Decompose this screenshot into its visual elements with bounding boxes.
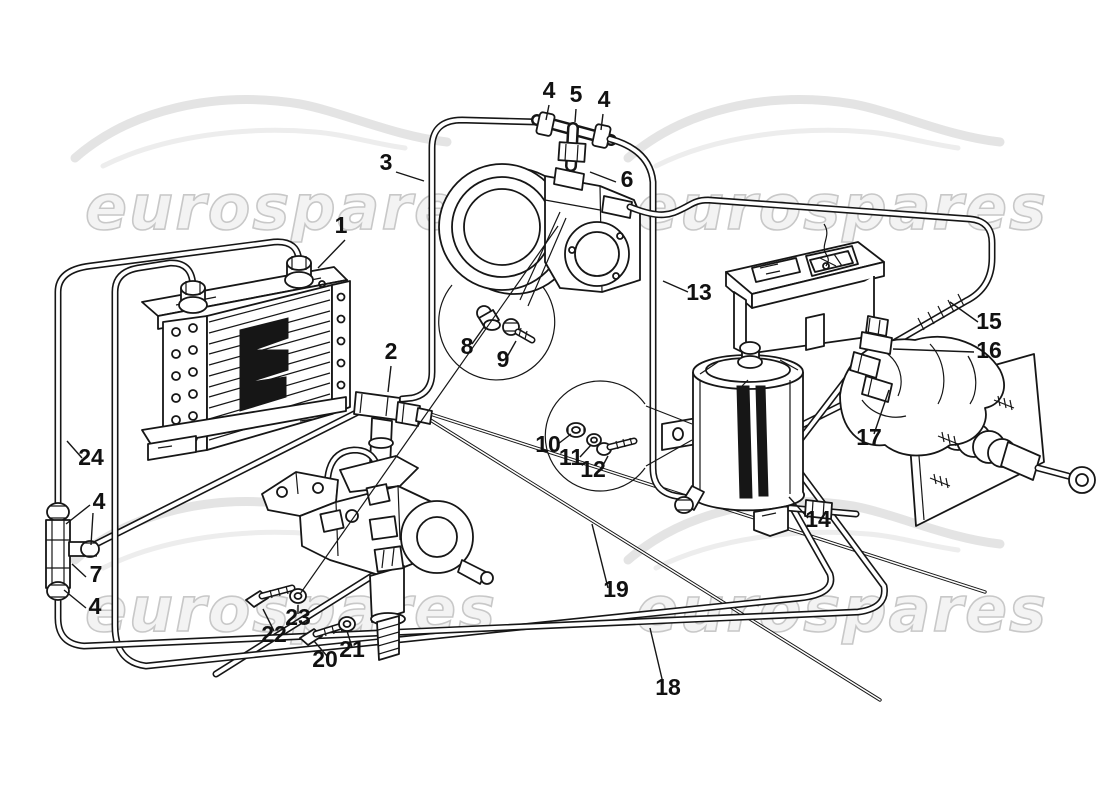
leader-line-part-17 [873,389,890,435]
callout-leaders [645,405,693,467]
leader-line-part-3 [395,171,425,182]
leader-line-part-9 [506,340,517,358]
canister-foot [753,505,789,537]
part-label-23: 23 [285,604,311,630]
oil-cooler [141,255,351,461]
assembly-axis-line [299,225,559,595]
part-label-1: 1 [335,212,348,238]
leader-line-part-15 [949,301,979,323]
washer-21 [338,616,356,632]
elbow-union-6 [557,141,587,163]
leader-line-part-2 [387,365,392,393]
leader-line-part-4 [545,104,550,121]
gearbox-union-nuts [319,483,405,573]
part-label-19: 19 [603,576,629,602]
part-label-17: 17 [856,424,882,450]
leader-line-part-4 [63,589,87,609]
pump-banjo-fitting [601,195,633,219]
washer-11 [586,433,602,447]
part-label-21: 21 [339,636,365,662]
part-label-4: 4 [598,86,611,112]
part-label-2: 2 [385,338,398,364]
inline-t-fitting-7 [45,502,100,601]
part-label-4: 4 [543,77,556,103]
accumulator-canister-14 [661,341,805,537]
canister-elbow-fitting [674,485,705,514]
callout-circle [438,284,556,381]
part-label-5: 5 [570,81,583,107]
part-label-4: 4 [89,593,102,619]
part-label-15: 15 [976,308,1002,334]
canister-cap [737,341,763,369]
leader-line-part-12 [600,455,609,470]
bolt-12 [596,437,638,456]
watermark-text: eurospares [85,171,497,244]
filler-cap [751,257,801,283]
leader-line-part-10 [557,433,572,445]
callout-leaders [519,211,567,307]
part-label-3: 3 [380,149,393,175]
part-label-9: 9 [497,346,510,372]
servo-fitting-16 [859,315,893,355]
leader-line-part-14 [788,496,809,519]
hose-t-union-5 [535,111,611,166]
leader-line-part-7 [71,563,87,578]
leader-line-part-22 [262,608,275,632]
part-label-16: 16 [976,337,1002,363]
nut-10 [566,422,586,438]
part-label-7: 7 [90,561,103,587]
leader-line-part-19 [591,523,609,589]
canister-outlet-pipe [700,500,856,520]
fitting-9 [502,318,536,344]
leader-line-part-8 [471,326,485,345]
steering-pump [438,163,641,295]
part-label-24: 24 [78,444,104,470]
watermark-text: eurospares [636,171,1048,244]
leader-line-part-4 [90,512,94,546]
servo-body [839,336,1005,457]
part-label-4: 4 [93,488,106,514]
part-label-12: 12 [580,456,606,482]
part-label-22: 22 [261,621,287,647]
cooler-union-left [178,280,208,314]
leader-line-part-16 [892,348,975,353]
pump-to-servo-pipe-15 [630,200,992,346]
pushrod-eye [1068,466,1096,494]
part-label-11: 11 [559,444,584,470]
part-label-8: 8 [461,333,474,359]
brake-servo [839,315,1096,527]
part-label-18: 18 [655,674,681,700]
steering-gearbox [261,450,494,661]
leader-line-part-4 [65,504,91,525]
servo-banjo-fittings-17 [849,351,893,403]
leader-line-part-11 [579,444,592,458]
part-label-6: 6 [621,166,634,192]
leader-line-part-6 [589,171,617,183]
canister-bracket [661,417,698,451]
part-label-10: 10 [535,431,561,457]
leader-line-part-18 [649,627,664,684]
hose-clamp-4-left [535,111,556,137]
bolt-22 [245,584,296,608]
part-label-20: 20 [312,646,338,672]
fitting-8 [476,305,501,331]
leader-line-part-20 [313,640,328,657]
watermark-swoosh-icon [628,100,1000,166]
part-label-13: 13 [686,279,712,305]
washer-23 [289,588,307,604]
leader-line-part-24 [66,440,83,459]
part-label-14: 14 [805,506,831,532]
callout-circle [544,380,646,492]
leader-line-part-21 [346,630,353,648]
plate-studs [929,395,1015,489]
leader-line-part-4 [600,113,604,131]
leader-line-part-13 [662,280,689,293]
leader-line-part-5 [574,108,577,123]
gearbox-input-shaft [369,565,406,661]
cooler-union-right [284,255,314,289]
leader-line-part-1 [317,239,346,269]
filler-cap [805,245,859,277]
